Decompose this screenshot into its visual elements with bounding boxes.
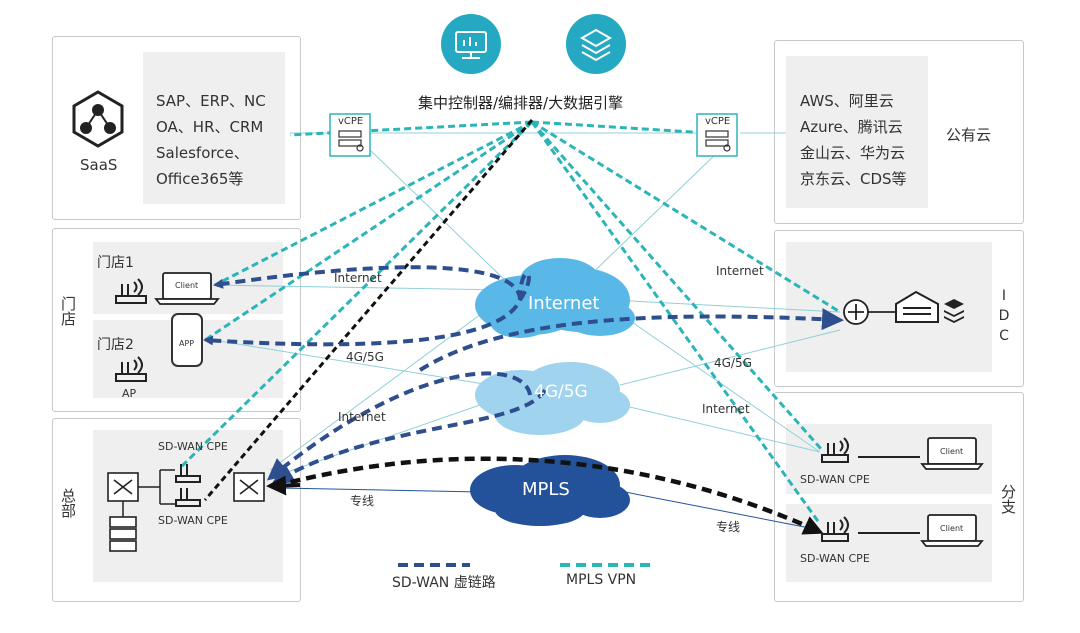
link-label-cellular-store: 4G/5G <box>346 350 384 364</box>
hq-cpe-top-label: SD-WAN CPE <box>158 440 228 453</box>
sdwan-links <box>203 265 844 485</box>
laptop-icon-store1 <box>154 272 220 305</box>
cellular-cloud <box>475 362 630 435</box>
store2-app-label: APP <box>179 339 195 348</box>
link-label-dedicated-hq: 专线 <box>350 494 375 508</box>
link-label-internet-branch: Internet <box>702 402 750 416</box>
branch-laptop-top-icon <box>920 437 984 470</box>
hq-router-bottom-icon <box>175 488 201 507</box>
router-icon-store1 <box>115 278 147 304</box>
ap-icon-store2 <box>115 356 147 382</box>
saas-app-line-1: SAP、ERP、NC <box>156 92 266 110</box>
public-cloud-providers-box <box>786 56 928 208</box>
branch-laptop-bottom-icon <box>920 514 984 547</box>
hq-server-icon <box>109 516 137 552</box>
link-label-internet-store: Internet <box>334 271 382 285</box>
saas-app-line-3: Salesforce、 <box>156 144 249 162</box>
branch-router-bottom-icon <box>821 516 849 542</box>
branch-label: 分支 <box>999 484 1017 514</box>
link-label-internet-hq: Internet <box>338 410 386 424</box>
link-label-dedicated-branch: 专线 <box>716 520 741 534</box>
idc-router-icon <box>843 299 869 325</box>
branch-cpe-bottom-label: SD-WAN CPE <box>800 552 870 565</box>
idc-storage-icon <box>944 299 964 323</box>
store1-label: 门店1 <box>97 255 134 271</box>
layers-icon <box>566 14 626 74</box>
branch-cpe-top-label: SD-WAN CPE <box>800 473 870 486</box>
store2-label: 门店2 <box>97 337 134 353</box>
cloud-provider-line-2: Azure、腾讯云 <box>800 118 903 136</box>
saas-label: SaaS <box>80 156 118 174</box>
hq-router-top-icon <box>175 464 201 483</box>
store1-client-label: Client <box>175 281 199 290</box>
saas-app-line-2: OA、HR、CRM <box>156 118 264 136</box>
store2-ap-label: AP <box>122 387 137 400</box>
link-label-internet-idc: Internet <box>716 264 764 278</box>
vcpe-label-saas: vCPE <box>338 116 364 127</box>
cellular-cloud-label: 4G/5G <box>534 382 588 402</box>
idc-datacenter-icon <box>895 290 939 323</box>
saas-apps-box <box>143 52 285 204</box>
vcpe-label-cloud: vCPE <box>705 116 731 127</box>
controller-hq-link <box>203 119 534 501</box>
store-label: 门店 <box>59 296 77 326</box>
vcpe-icon-cloud <box>696 113 738 157</box>
public-cloud-label: 公有云 <box>946 126 992 144</box>
hq-switch-icon-left <box>107 472 139 502</box>
saas-app-line-4: Office365等 <box>156 170 244 188</box>
phone-icon-store2 <box>171 313 203 367</box>
hq-cpe-bottom-label: SD-WAN CPE <box>158 514 228 527</box>
dedicated-links <box>279 487 821 531</box>
branch-router-top-icon <box>821 437 849 463</box>
controller-label: 集中控制器/编排器/大数据引擎 <box>418 94 624 112</box>
mpls-cloud-label: MPLS <box>522 479 570 500</box>
cloud-provider-line-4: 京东云、CDS等 <box>800 170 907 188</box>
idc-label: IDC <box>996 288 1012 348</box>
mpls-vpn-links <box>178 120 841 525</box>
link-label-cellular-idc: 4G/5G <box>714 356 752 370</box>
hq-switch-icon-right <box>233 472 265 502</box>
branch-client-top-label: Client <box>940 447 964 456</box>
mpls-cloud <box>470 455 630 526</box>
vcpe-icon-saas <box>329 113 371 157</box>
branch-client-bottom-label: Client <box>940 524 964 533</box>
cloud-provider-line-3: 金山云、华为云 <box>800 144 906 162</box>
internet-cloud-label: Internet <box>528 293 600 314</box>
hq-label: 总部 <box>59 488 77 518</box>
legend-mpls-vpn-label: MPLS VPN <box>566 572 637 588</box>
legend-sdwan-label: SD-WAN 虚链路 <box>392 575 496 591</box>
hq-branch-link <box>274 456 824 535</box>
cloud-provider-line-1: AWS、阿里云 <box>800 92 894 110</box>
saas-hexagon-icon <box>72 90 124 148</box>
